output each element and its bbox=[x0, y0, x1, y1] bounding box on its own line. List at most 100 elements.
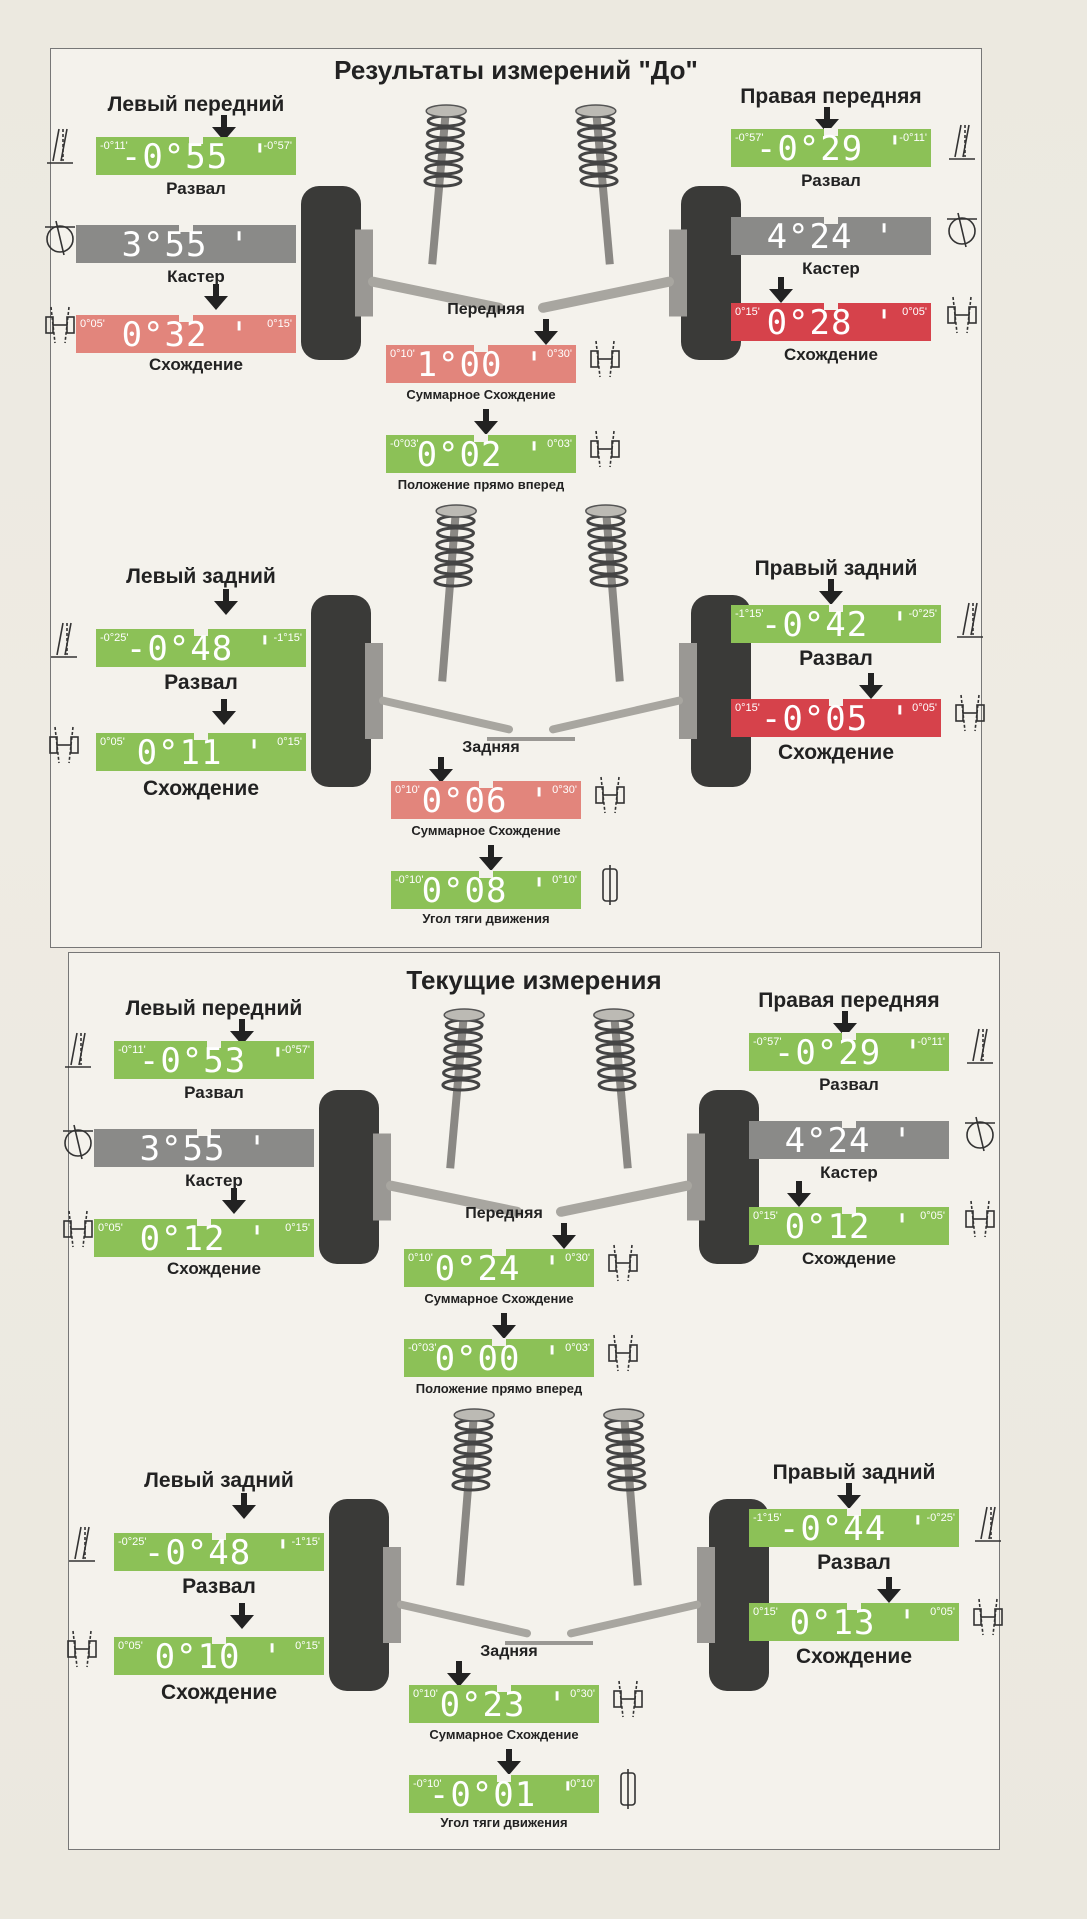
front-right-camber-arrow-stem bbox=[842, 1011, 848, 1023]
straight-ahead-label: Положение прямо вперед bbox=[397, 477, 565, 492]
rear-suspension-illustration-right-hub bbox=[679, 643, 697, 739]
front-total-toe-label: Суммарное Схождение bbox=[406, 387, 556, 402]
rear-total-toe-label: Суммарное Схождение bbox=[411, 823, 561, 838]
front-suspension-illustration-right-strut-coil-5 bbox=[597, 1078, 637, 1092]
rear-suspension-illustration-right-strut-mount bbox=[603, 1408, 645, 1422]
front-total-toe-gauge-range-high: 0°30' bbox=[547, 348, 572, 360]
rear-right-camber-label: Развал bbox=[799, 647, 873, 670]
front-suspension-illustration-right-strut-coil-2 bbox=[595, 1042, 635, 1056]
thrust-angle-arrow-stem bbox=[506, 1749, 512, 1761]
rear-total-toe-gauge: 0°10'0°30'0°06 ' bbox=[391, 780, 581, 819]
thrust-angle-gauge-notch bbox=[479, 870, 493, 878]
rear-suspension-illustration-right-strut-coil-4 bbox=[606, 1466, 646, 1480]
rear-total-toe-gauge-notch bbox=[497, 1684, 511, 1692]
rear-total-toe-gauge-notch bbox=[479, 780, 493, 788]
thrust-icon bbox=[620, 1769, 636, 1809]
front-suspension-illustration-left-strut-coil-1 bbox=[444, 1030, 484, 1044]
rear-left-toe-gauge: 0°05'0°15'0°11 ' bbox=[96, 732, 306, 773]
rear-left-toe-gauge-value: 0°11 ' bbox=[136, 733, 266, 773]
front-suspension-illustration-left-strut-coil-5 bbox=[423, 174, 463, 188]
front-right-caster-gauge: 4°24 ' bbox=[731, 216, 931, 255]
front-left-camber-gauge: -0°11'-0°57'-0°55 ' bbox=[96, 136, 296, 175]
rear-right-heading: Правый задний bbox=[754, 557, 918, 580]
front-suspension-illustration-left-strut-mount bbox=[425, 104, 467, 118]
front-right-camber-gauge-value: -0°29 ' bbox=[773, 1033, 925, 1073]
rear-suspension-illustration-right-strut-coil-5 bbox=[607, 1478, 647, 1492]
rear-suspension-illustration-left-strut-coil-5 bbox=[451, 1478, 491, 1492]
thrust-angle-gauge-range-low: -0°10' bbox=[395, 874, 424, 886]
straight-ahead-gauge-range-high: 0°03' bbox=[547, 438, 572, 450]
toe-icon bbox=[613, 1680, 643, 1718]
rear-right-toe-gauge-range-low: 0°15' bbox=[753, 1606, 778, 1618]
front-right-toe-label: Схождение bbox=[784, 345, 878, 364]
front-suspension-illustration-left-tire bbox=[301, 186, 361, 360]
rear-suspension-illustration-right-arm bbox=[567, 1600, 701, 1638]
rear-suspension-illustration bbox=[329, 1408, 769, 1691]
rear-left-camber-label: Развал bbox=[182, 1575, 256, 1598]
thrust-angle-arrow-head bbox=[479, 857, 503, 871]
front-right-heading: Правая передняя bbox=[758, 989, 940, 1012]
front-total-toe-gauge-value: 0°24 ' bbox=[434, 1249, 564, 1289]
rear-left-heading: Левый задний bbox=[126, 565, 276, 588]
front-right-camber-gauge-range-high: -0°11' bbox=[917, 1036, 945, 1048]
front-right-toe-gauge-range-high: 0°05' bbox=[902, 306, 927, 318]
rear-right-toe-arrow-head bbox=[859, 685, 883, 699]
front-right-camber-gauge-range-high: -0°11' bbox=[899, 132, 927, 144]
toe-icon bbox=[973, 1598, 1003, 1636]
rear-total-toe-gauge-range-low: 0°10' bbox=[413, 1688, 438, 1700]
straight-ahead-gauge-range-low: -0°03' bbox=[390, 438, 419, 450]
front-total-toe-gauge-range-low: 0°10' bbox=[390, 348, 415, 360]
rear-suspension-illustration-right-hub bbox=[697, 1547, 715, 1643]
front-left-toe-arrow-stem bbox=[231, 1188, 237, 1200]
thrust-angle-gauge-notch bbox=[497, 1774, 511, 1782]
camber-icon bbox=[975, 1506, 1001, 1542]
thrust-angle-gauge-range-high: 0°10' bbox=[552, 874, 577, 886]
toe-icon bbox=[965, 1200, 995, 1238]
rear-right-camber-gauge: -1°15'-0°25'-0°42 ' bbox=[731, 604, 941, 643]
camber-icon bbox=[957, 602, 983, 638]
rear-suspension-illustration-right-strut-mount bbox=[585, 504, 627, 518]
front-right-heading: Правая передняя bbox=[740, 85, 922, 108]
front-left-camber-arrow-stem bbox=[239, 1019, 245, 1031]
rear-right-camber-gauge-notch bbox=[829, 604, 843, 612]
front-suspension-illustration-right-hub bbox=[669, 229, 687, 317]
camber-icon bbox=[949, 124, 975, 160]
front-right-camber-gauge-value: -0°29 ' bbox=[755, 129, 907, 169]
front-suspension-illustration-right-arm bbox=[538, 276, 674, 313]
front-left-toe-label: Схождение bbox=[167, 1259, 261, 1278]
rear-total-toe-gauge-range-high: 0°30' bbox=[552, 784, 577, 796]
rear-axle-heading: Задняя bbox=[480, 1643, 538, 1660]
front-right-toe-gauge-value: 0°12 ' bbox=[784, 1207, 914, 1247]
rear-suspension-illustration-right-strut bbox=[619, 1410, 642, 1586]
thrust-angle-gauge-range-high: 0°10' bbox=[570, 1778, 595, 1790]
rear-right-toe-gauge-range-high: 0°05' bbox=[912, 702, 937, 714]
front-left-toe-arrow-stem bbox=[213, 284, 219, 296]
front-left-caster-label: Кастер bbox=[167, 267, 225, 286]
straight-ahead-gauge-value: 0°02 ' bbox=[416, 435, 546, 475]
rear-right-toe-gauge: 0°15'0°05'-0°05 ' bbox=[731, 698, 941, 737]
front-left-camber-gauge-range-high: -0°57' bbox=[263, 140, 292, 152]
front-right-camber-gauge-notch bbox=[842, 1032, 856, 1040]
rear-left-toe-gauge-range-high: 0°15' bbox=[277, 736, 302, 748]
rear-left-toe-label: Схождение bbox=[142, 777, 260, 800]
rear-total-toe-gauge-range-low: 0°10' bbox=[395, 784, 420, 796]
rear-suspension-illustration-left-strut-coil-3 bbox=[452, 1454, 492, 1468]
front-left-camber-arrow-stem bbox=[221, 115, 227, 127]
rear-total-toe-arrow-head bbox=[429, 769, 453, 783]
toe-icon bbox=[608, 1244, 638, 1282]
front-right-toe-gauge: 0°15'0°05'0°12 ' bbox=[749, 1206, 949, 1247]
thrust-icon bbox=[602, 865, 618, 905]
straight-ahead-arrow-head bbox=[492, 1325, 516, 1339]
rear-suspension-illustration bbox=[311, 504, 751, 787]
rear-right-toe-arrow-stem bbox=[868, 673, 874, 685]
straight-ahead-gauge-value: 0°00 ' bbox=[434, 1339, 564, 1379]
rear-right-toe-arrow-head bbox=[877, 1589, 901, 1603]
front-left-heading: Левый передний bbox=[125, 997, 303, 1020]
front-suspension-illustration-left-strut-coil-3 bbox=[442, 1054, 482, 1068]
front-left-toe-gauge-value: 0°32 ' bbox=[121, 315, 251, 355]
camber-icon bbox=[967, 1028, 993, 1064]
rear-suspension-illustration-left-strut bbox=[456, 1410, 479, 1586]
front-suspension-illustration-right-strut-coil-4 bbox=[596, 1066, 636, 1080]
rear-suspension-illustration-left-strut-coil-2 bbox=[453, 1442, 493, 1456]
front-left-camber-gauge-range-low: -0°11' bbox=[118, 1044, 146, 1056]
